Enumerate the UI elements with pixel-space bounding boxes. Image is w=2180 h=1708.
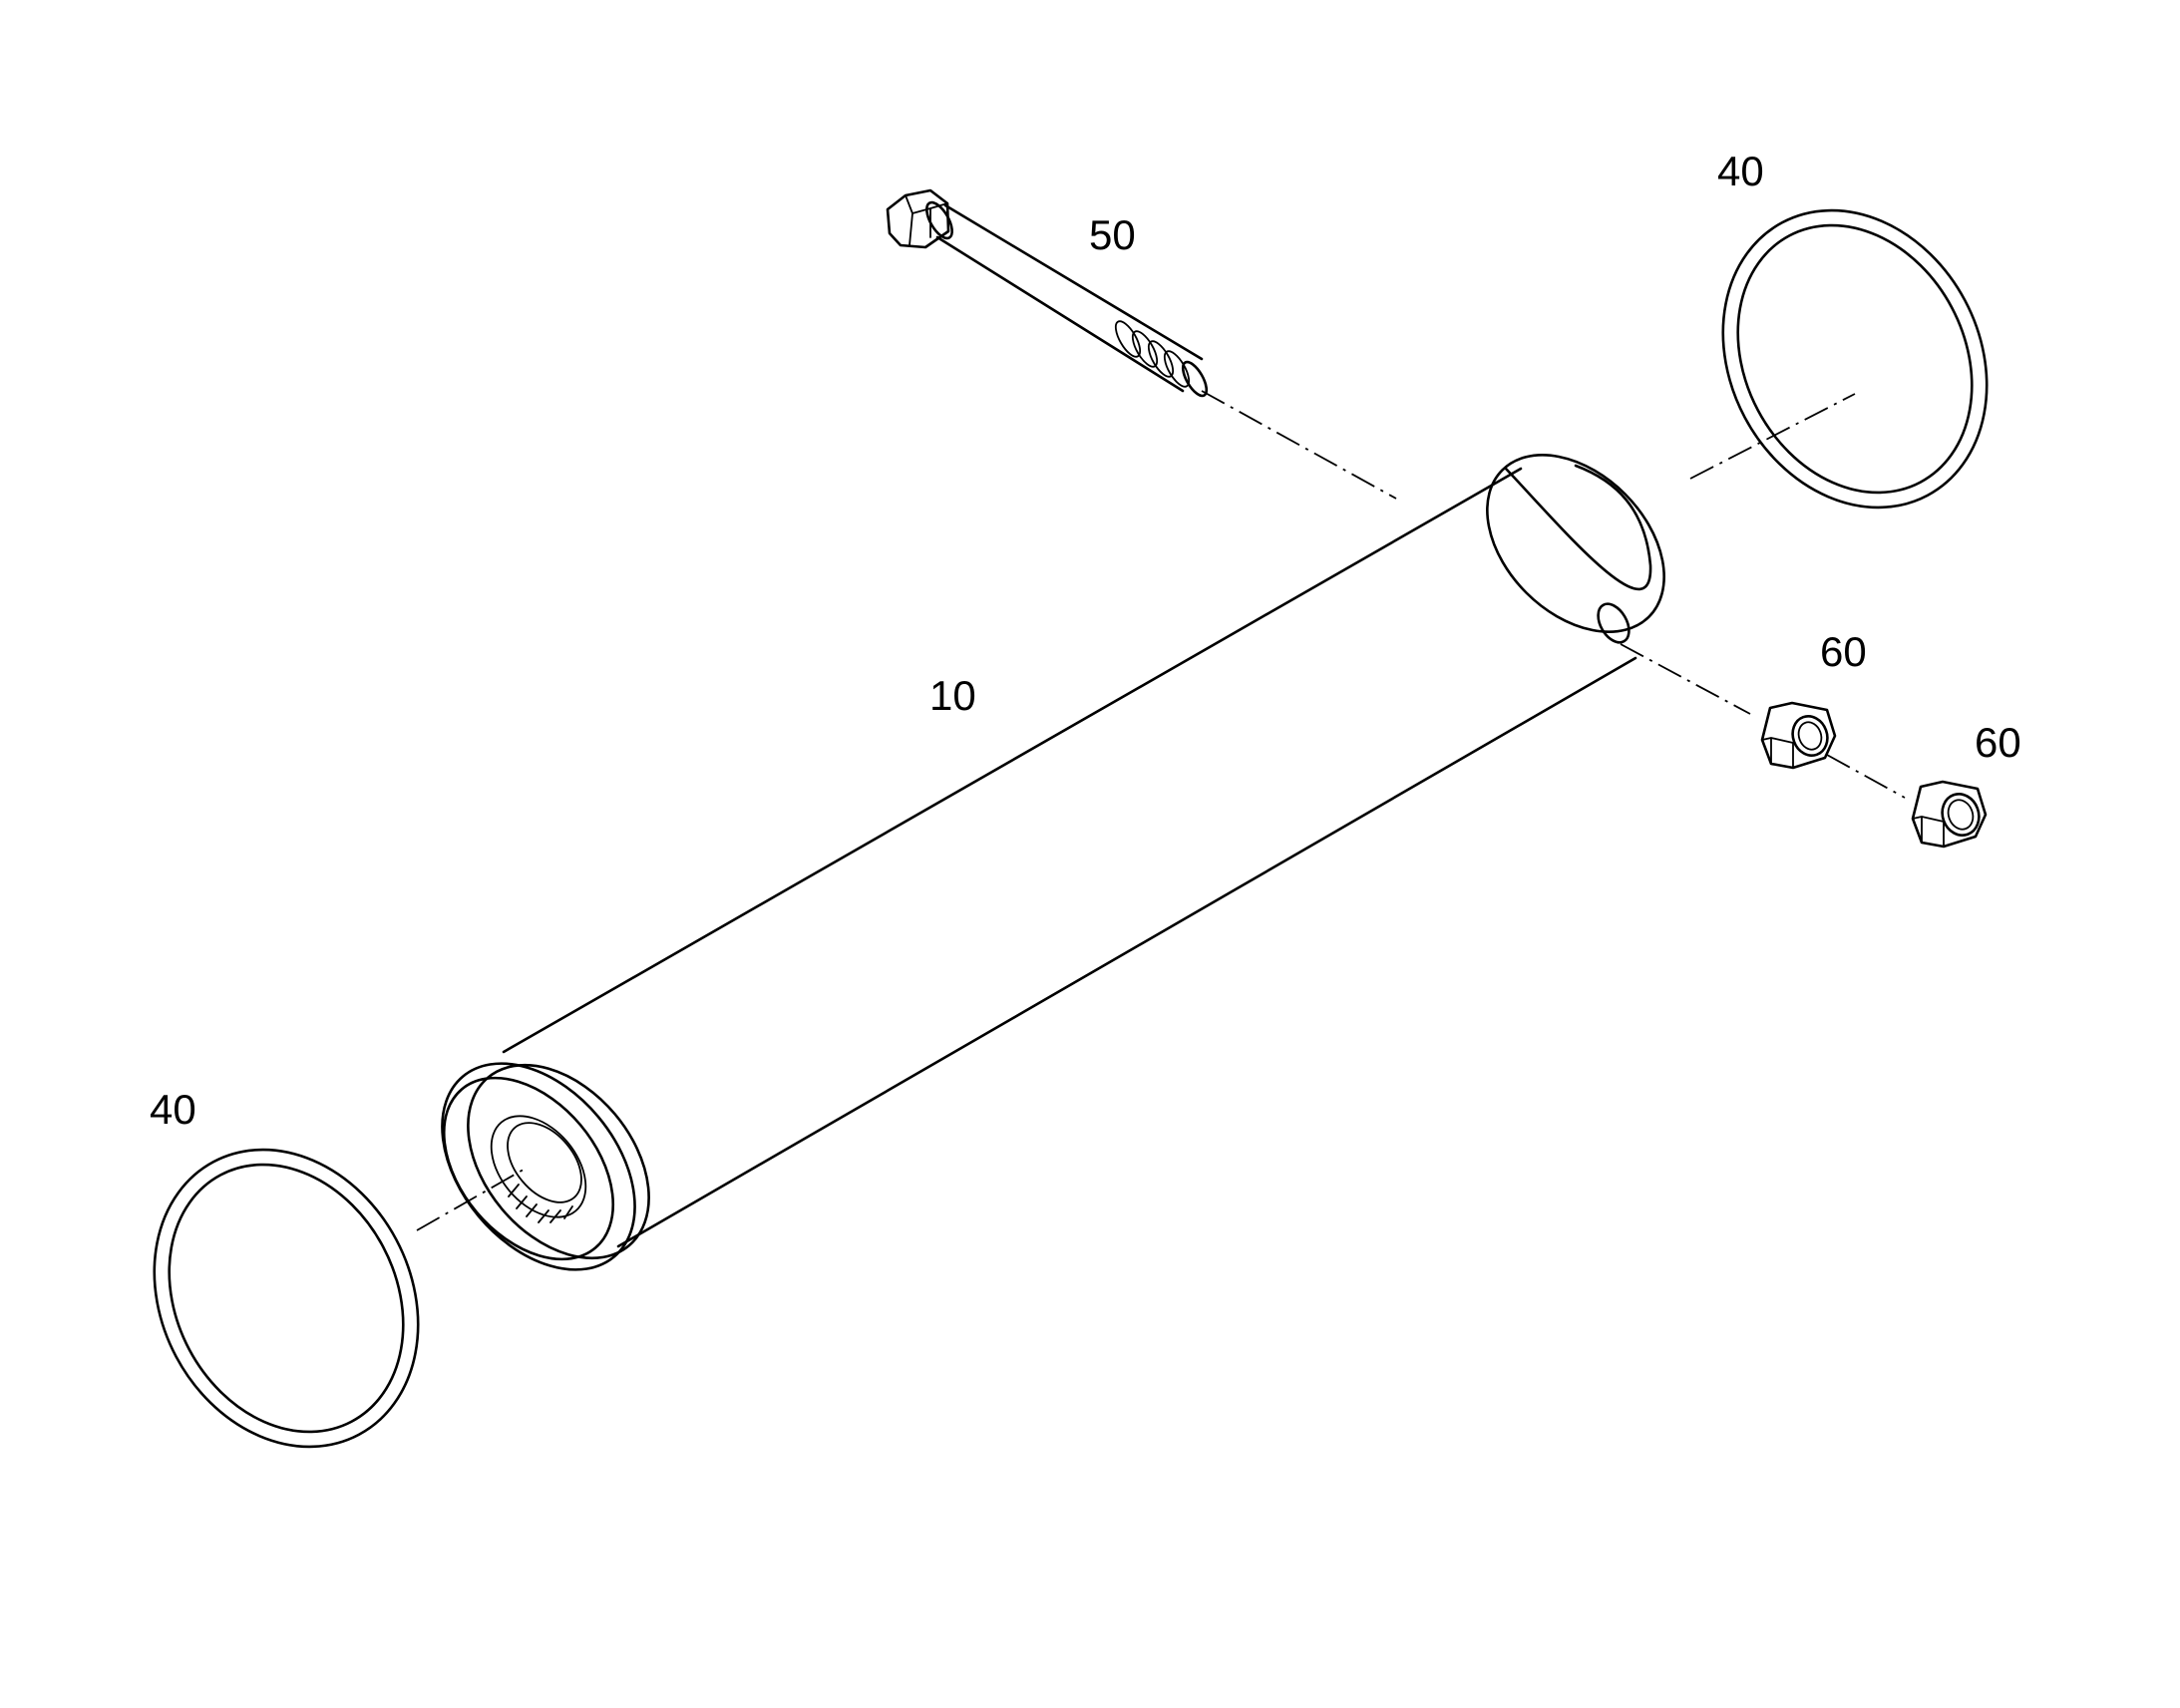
nut-upper-side [1761, 737, 1794, 769]
pin-front-chamfer [467, 1063, 650, 1260]
bolt-thread-2 [1131, 330, 1159, 368]
pin-top-edge [502, 467, 1523, 1054]
nut-upper-part-60 [1760, 701, 1837, 770]
pin-bore-inner [507, 1122, 582, 1203]
callout-bolt: 50 [1089, 211, 1136, 258]
ring-right-part-40 [1721, 208, 1989, 510]
ring-left-outer [153, 1148, 420, 1449]
pin-bore-outer [490, 1115, 587, 1218]
ring-left-inner [168, 1163, 405, 1434]
pin-bore-thread [508, 1184, 573, 1223]
nut-lower-bore-outer [1941, 793, 1981, 837]
callout-pin: 10 [929, 672, 976, 719]
pin-front-end-face [442, 1076, 615, 1261]
axis-nut-to-nut [1826, 754, 1906, 799]
pin-cross-hole [1597, 602, 1631, 644]
axis-bolt [1201, 390, 1397, 500]
bolt-shank-bottom [935, 235, 1185, 393]
ring-left-part-40 [153, 1148, 420, 1449]
axis-right-ring [1689, 393, 1856, 480]
pin-bottom-edge [616, 656, 1637, 1248]
pin-rear-end [1504, 464, 1652, 591]
ring-right-inner [1736, 223, 1974, 495]
pin-rear-end-face [1486, 454, 1665, 633]
pin-part-10 [441, 454, 1665, 1271]
nut-upper-bore-inner [1797, 721, 1823, 751]
axis-left-ring [416, 1166, 530, 1231]
pin-front-end-outer [441, 1062, 636, 1271]
bolt-collar [925, 200, 953, 240]
callout-nut-lower: 60 [1975, 719, 2021, 766]
callout-nut-upper: 60 [1820, 628, 1867, 675]
bolt-hex-head [886, 188, 950, 249]
nut-lower-hex [1911, 780, 1988, 849]
axis-nuts [1620, 643, 1751, 715]
callouts: 10 50 40 40 60 60 [150, 148, 2021, 1133]
ring-right-outer [1721, 208, 1989, 510]
callout-ring-right: 40 [1717, 148, 1764, 194]
callout-ring-left: 40 [150, 1086, 196, 1133]
bolt-part-50 [886, 188, 1209, 398]
nut-upper-hex [1760, 701, 1837, 770]
bolt-thread-1 [1114, 320, 1142, 358]
bolt-shank-top [943, 203, 1204, 361]
bolt-tip [1181, 360, 1209, 398]
nut-upper-bore-outer [1791, 715, 1829, 757]
nut-lower-bore-inner [1947, 799, 1975, 831]
nut-lower-part-60 [1911, 780, 1988, 849]
assembly-axes [416, 390, 1906, 1231]
bolt-thread-3 [1147, 340, 1175, 378]
